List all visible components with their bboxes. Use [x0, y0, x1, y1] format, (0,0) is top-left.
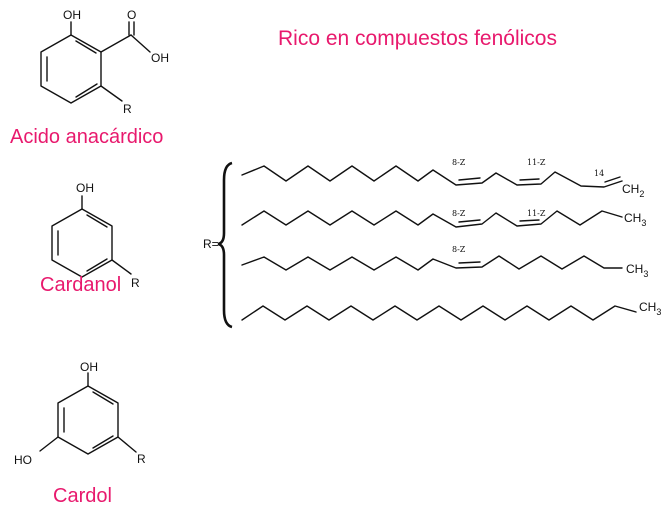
- r-chain-saturated: [241, 305, 637, 321]
- r-chain-triene: [241, 165, 623, 188]
- chain-label: 11-Z: [527, 209, 546, 218]
- acid-oh-label: OH: [151, 51, 169, 65]
- molecule-name-cardol: Cardol: [53, 485, 112, 507]
- terminal-group: CH3: [639, 300, 661, 317]
- r-equals-label: R=: [203, 237, 219, 251]
- terminal-group: CH3: [624, 211, 646, 228]
- terminal-group: CH2: [622, 182, 644, 199]
- anacardic-acid-structure: [40, 21, 151, 104]
- r-chain-monoene: [241, 255, 623, 271]
- cardol-structure: [39, 372, 137, 455]
- terminal-group: CH3: [626, 262, 648, 279]
- oh-label: OH: [63, 8, 81, 22]
- r-chain-diene: [241, 210, 623, 228]
- cardanol-structure: [51, 195, 132, 278]
- r-label: R: [137, 452, 146, 466]
- chain-label: 8-Z: [452, 209, 466, 218]
- r-label: R: [123, 102, 132, 116]
- molecule-name-cardanol: Cardanol: [40, 274, 121, 296]
- benzene-ring: [51, 208, 113, 278]
- chain-label: 11-Z: [527, 158, 546, 167]
- benzene-ring: [57, 385, 119, 455]
- oh-label: OH: [80, 360, 98, 374]
- r-label: R: [131, 276, 140, 290]
- benzene-ring: [40, 34, 102, 104]
- chain-label: 14: [594, 169, 604, 178]
- chain-label: 8-Z: [452, 245, 466, 254]
- ho-label: HO: [14, 453, 32, 467]
- page-title: Rico en compuestos fenólicos: [278, 27, 557, 50]
- carbonyl-o-label: O: [127, 8, 136, 22]
- oh-label: OH: [76, 181, 94, 195]
- molecule-name-anacardic: Acido anacárdico: [10, 126, 163, 148]
- chain-label: 8-Z: [452, 158, 466, 167]
- brace: [217, 161, 233, 329]
